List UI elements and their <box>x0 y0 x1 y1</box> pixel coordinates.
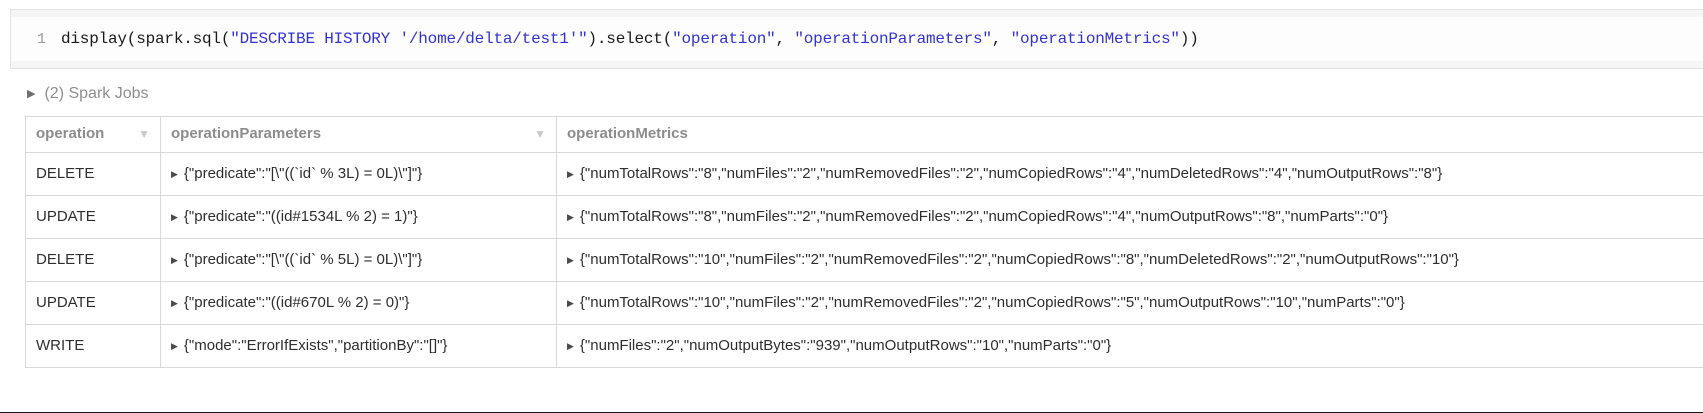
code-token: display(spark.sql( <box>61 30 231 48</box>
parameters-json-text: {"predicate":"((id#670L % 2) = 0)"} <box>183 294 410 311</box>
table-row: DELETE ▶ {"predicate":"[\"((`id` % 3L) = 0… <box>25 152 1703 196</box>
metrics-json-text: {"numTotalRows":"8","numFiles":"2","numR… <box>579 165 1443 182</box>
column-header-label: operationMetrics <box>567 125 688 142</box>
table-header-row: operation ▼ operationParameters ▼ operationM… <box>25 116 1703 153</box>
code-string-token: "operationParameters" <box>794 30 992 48</box>
metrics-json-text: {"numTotalRows":"8","numFiles":"2","numR… <box>579 208 1389 225</box>
column-header-operation[interactable]: operation ▼ <box>25 116 161 153</box>
spark-jobs-toggle[interactable]: ▶ (2) Spark Jobs <box>27 85 1703 103</box>
notebook-cell-output: 1 display(spark.sql("DESCRIBE HISTORY '/… <box>0 9 1703 413</box>
metrics-cell: ▶ {"numTotalRows":"10","numFiles":"2","nu… <box>556 281 1703 325</box>
parameters-json-text: {"predicate":"[\"((`id` % 3L) = 0L)\"]"} <box>183 165 423 182</box>
metrics-cell: ▶ {"numTotalRows":"8","numFiles":"2","num… <box>556 152 1703 196</box>
code-token: , <box>775 30 795 48</box>
parameters-json-text: {"mode":"ErrorIfExists","partitionBy":"[… <box>183 337 448 354</box>
expand-caret-icon[interactable]: ▶ <box>567 169 574 179</box>
parameters-cell: ▶ {"predicate":"((id#1534L % 2) = 1)"} <box>160 195 557 239</box>
expand-caret-icon[interactable]: ▶ <box>567 255 574 265</box>
code-token: , <box>991 30 1011 48</box>
expand-caret-icon[interactable]: ▶ <box>171 341 178 351</box>
column-header-operationParameters[interactable]: operationParameters ▼ <box>160 116 557 153</box>
parameters-json-text: {"predicate":"((id#1534L % 2) = 1)"} <box>183 208 418 225</box>
operation-cell: DELETE <box>25 238 161 282</box>
expand-caret-icon[interactable]: ▶ <box>27 87 36 100</box>
parameters-cell: ▶ {"predicate":"[\"((`id` % 5L) = 0L)\"]"… <box>160 238 557 282</box>
metrics-cell: ▶ {"numFiles":"2","numOutputBytes":"939",… <box>556 324 1703 368</box>
code-line[interactable]: 1 display(spark.sql("DESCRIBE HISTORY '/… <box>11 17 1703 61</box>
table-row: UPDATE ▶ {"predicate":"((id#670L % 2) = 0)… <box>25 281 1703 325</box>
results-table: operation ▼ operationParameters ▼ operationM… <box>25 116 1703 368</box>
expand-caret-icon[interactable]: ▶ <box>171 255 178 265</box>
code-string-token: "operationMetrics" <box>1010 30 1180 48</box>
code-string-token: "operation" <box>672 30 776 48</box>
table-body: DELETE ▶ {"predicate":"[\"((`id` % 3L) = 0… <box>25 152 1703 368</box>
parameters-cell: ▶ {"predicate":"[\"((`id` % 3L) = 0L)\"]"… <box>160 152 557 196</box>
column-header-label: operation <box>36 125 105 142</box>
table-row: DELETE ▶ {"predicate":"[\"((`id` % 5L) = 0… <box>25 238 1703 282</box>
code-token: ).select( <box>587 30 673 48</box>
parameters-cell: ▶ {"mode":"ErrorIfExists","partitionBy":"… <box>160 324 557 368</box>
metrics-json-text: {"numFiles":"2","numOutputBytes":"939","… <box>579 337 1112 354</box>
spark-jobs-label: (2) Spark Jobs <box>44 85 149 102</box>
operation-cell: WRITE <box>25 324 161 368</box>
code-string-token: "DESCRIBE HISTORY '/home/delta/test1'" <box>230 30 588 48</box>
operation-cell: UPDATE <box>25 195 161 239</box>
operation-cell: UPDATE <box>25 281 161 325</box>
operation-cell: DELETE <box>25 152 161 196</box>
metrics-json-text: {"numTotalRows":"10","numFiles":"2","num… <box>579 294 1405 311</box>
column-header-label: operationParameters <box>171 125 322 142</box>
metrics-cell: ▶ {"numTotalRows":"10","numFiles":"2","nu… <box>556 238 1703 282</box>
expand-caret-icon[interactable]: ▶ <box>171 212 178 222</box>
table-row: UPDATE ▶ {"predicate":"((id#1534L % 2) = 1… <box>25 195 1703 239</box>
column-header-operationMetrics[interactable]: operationMetrics <box>556 116 1703 153</box>
code-token: )) <box>1179 30 1199 48</box>
table-row: WRITE ▶ {"mode":"ErrorIfExists","partition… <box>25 324 1703 368</box>
expand-caret-icon[interactable]: ▶ <box>567 298 574 308</box>
sort-dropdown-icon[interactable]: ▼ <box>138 126 150 141</box>
code-line-content[interactable]: display(spark.sql("DESCRIBE HISTORY '/ho… <box>61 30 1199 48</box>
expand-caret-icon[interactable]: ▶ <box>171 298 178 308</box>
code-cell[interactable]: 1 display(spark.sql("DESCRIBE HISTORY '/… <box>10 9 1703 69</box>
results-table-container: operation ▼ operationParameters ▼ operationM… <box>25 116 1703 368</box>
parameters-cell: ▶ {"predicate":"((id#670L % 2) = 0)"} <box>160 281 557 325</box>
line-number: 1 <box>36 30 46 48</box>
expand-caret-icon[interactable]: ▶ <box>567 341 574 351</box>
sort-dropdown-icon[interactable]: ▼ <box>534 126 546 141</box>
metrics-json-text: {"numTotalRows":"10","numFiles":"2","num… <box>579 251 1459 268</box>
expand-caret-icon[interactable]: ▶ <box>567 212 574 222</box>
parameters-json-text: {"predicate":"[\"((`id` % 5L) = 0L)\"]"} <box>183 251 423 268</box>
metrics-cell: ▶ {"numTotalRows":"8","numFiles":"2","num… <box>556 195 1703 239</box>
expand-caret-icon[interactable]: ▶ <box>171 169 178 179</box>
